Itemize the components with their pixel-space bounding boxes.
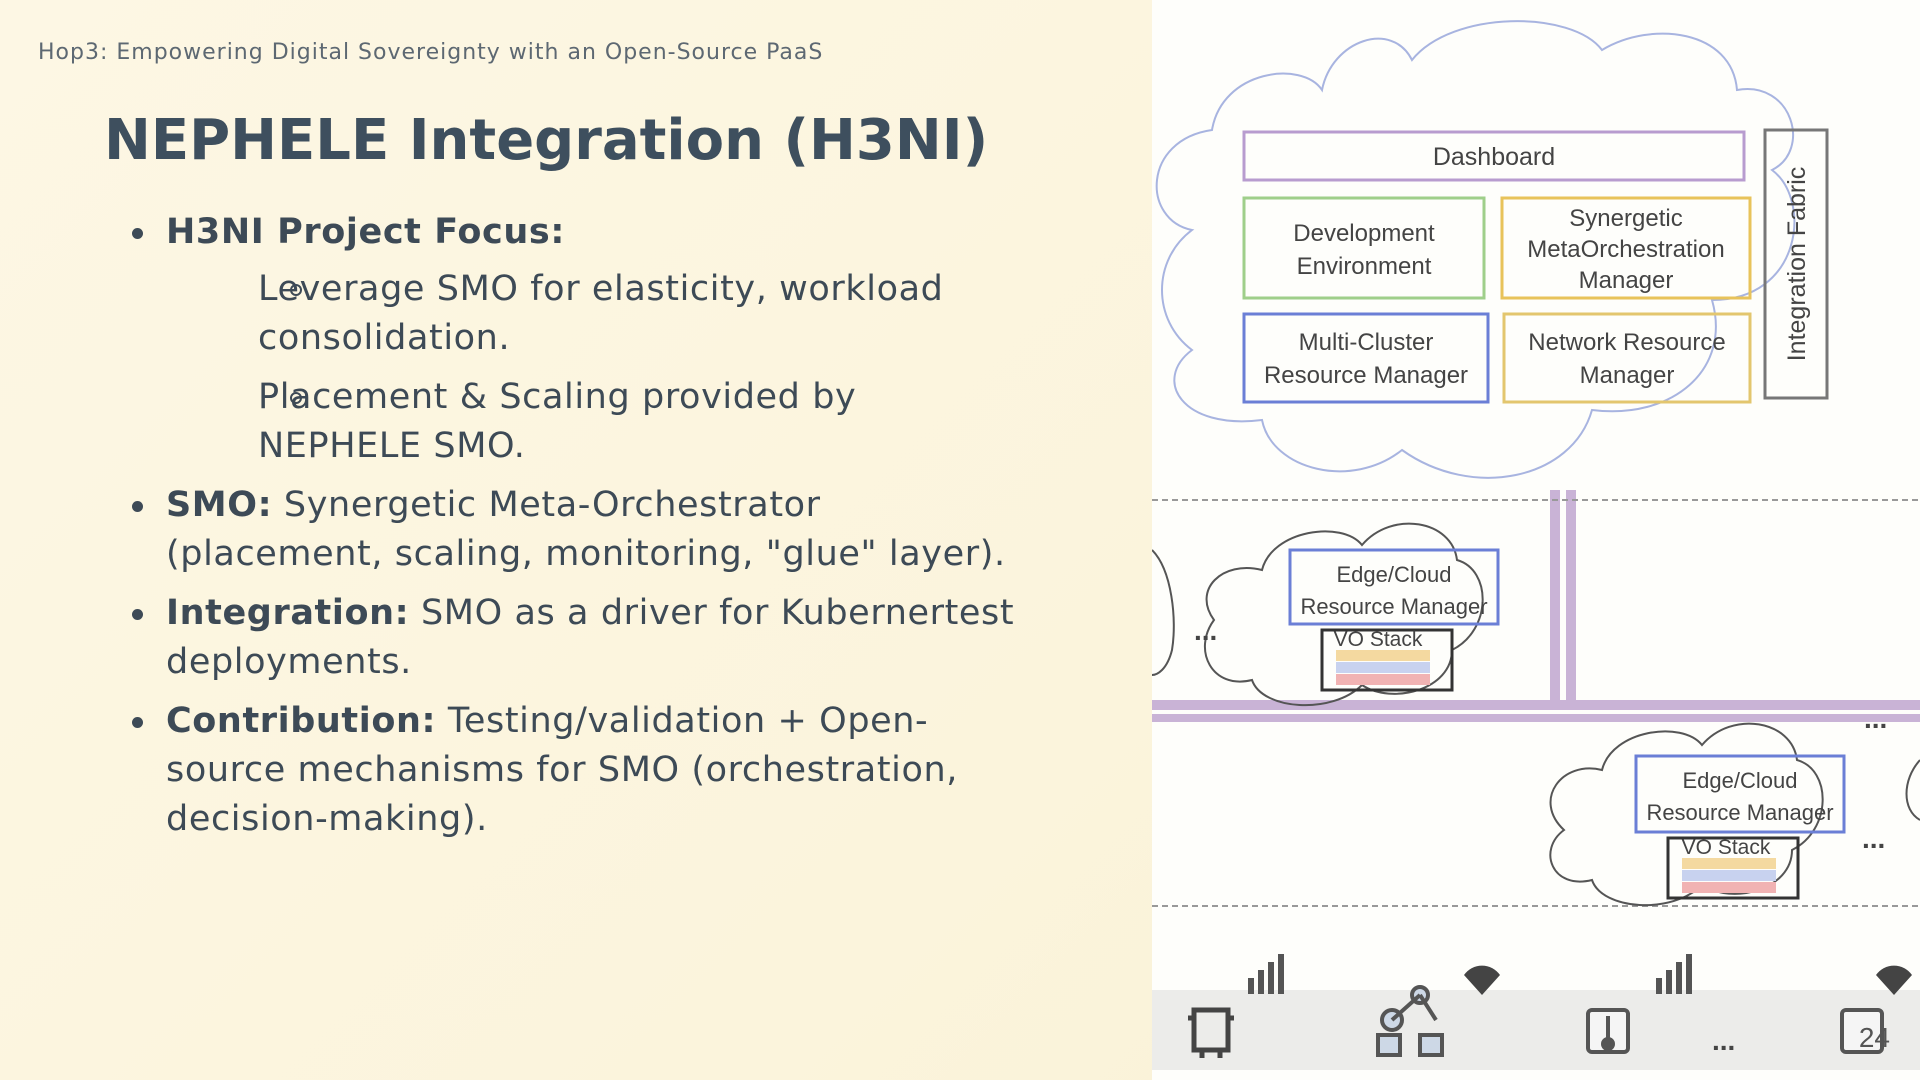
bullet-item-focus: H3NI Project Focus: Leverage SMO for ela… xyxy=(128,208,1028,471)
bullet-text: SMO as a driver for Kubernertest deploym… xyxy=(166,593,1015,682)
svg-text:Environment: Environment xyxy=(1297,253,1432,280)
svg-text:VO Stack: VO Stack xyxy=(1334,628,1423,651)
dashboard-label: Dashboard xyxy=(1433,143,1555,171)
architecture-diagram: Dashboard Development Environment Synerg… xyxy=(1152,0,1920,1080)
svg-text:Network Resource: Network Resource xyxy=(1528,329,1725,356)
signal-bars-icon xyxy=(1656,954,1692,994)
svg-text:Resource Manager: Resource Manager xyxy=(1646,800,1833,825)
svg-text:VO Stack: VO Stack xyxy=(1682,836,1771,859)
slide-text-panel: Hop3: Empowering Digital Sovereignty wit… xyxy=(38,40,1028,854)
bullet-item-integration: Integration: SMO as a driver for Kuberne… xyxy=(128,589,1028,687)
sub-bullet-ring-icon xyxy=(290,392,302,404)
svg-text:Edge/Cloud: Edge/Cloud xyxy=(1683,768,1798,793)
svg-text:...: ... xyxy=(1862,823,1885,854)
bullet-dot-icon xyxy=(132,609,143,620)
sub-bullet-item: Leverage SMO for elasticity, workload co… xyxy=(258,269,944,358)
diagram-svg: Dashboard Development Environment Synerg… xyxy=(1152,20,1920,1070)
svg-text:...: ... xyxy=(1864,703,1887,734)
sensor-chip-icon xyxy=(1586,1008,1630,1054)
bullet-list: H3NI Project Focus: Leverage SMO for ela… xyxy=(128,208,1028,854)
chip-icon xyxy=(1840,1008,1884,1054)
svg-text:...: ... xyxy=(1194,615,1217,646)
bullet-label: Integration: xyxy=(166,593,410,633)
bullet-text: Synergetic Meta-Orchestrator (placement,… xyxy=(166,485,1006,574)
svg-text:Development: Development xyxy=(1293,220,1435,247)
bullet-dot-icon xyxy=(132,228,143,239)
svg-text:Edge/Cloud: Edge/Cloud xyxy=(1337,562,1452,587)
slide-title: NEPHELE Integration (H3NI) xyxy=(104,108,989,173)
bullet-item-contribution: Contribution: Testing/validation + Open-… xyxy=(128,697,1028,844)
bullet-dot-icon xyxy=(132,501,143,512)
robot-arm-icon xyxy=(1376,985,1444,1057)
svg-text:Manager: Manager xyxy=(1580,362,1675,389)
bullet-label: H3NI Project Focus: xyxy=(166,212,565,252)
svg-text:Resource Manager: Resource Manager xyxy=(1300,594,1487,619)
bullet-label: SMO: xyxy=(166,485,273,525)
bullet-label: Contribution: xyxy=(166,701,437,741)
signal-bars-icon xyxy=(1248,954,1284,994)
sub-bullet-ring-icon xyxy=(290,284,302,296)
svg-text:Synergetic: Synergetic xyxy=(1569,205,1682,232)
slide-header: Hop3: Empowering Digital Sovereignty wit… xyxy=(38,40,824,65)
robot-icon xyxy=(1188,1007,1234,1058)
page-number: 24 xyxy=(1858,1022,1890,1053)
bullet-item-smo: SMO: Synergetic Meta-Orchestrator (place… xyxy=(128,481,1028,579)
svg-text:Multi-Cluster: Multi-Cluster xyxy=(1299,329,1434,356)
sub-bullet-list: Leverage SMO for elasticity, workload co… xyxy=(166,265,1028,471)
wifi-icon xyxy=(1876,965,1912,995)
bullet-dot-icon xyxy=(132,717,143,728)
cloud-shape xyxy=(1155,20,1796,479)
svg-text:MetaOrchestration: MetaOrchestration xyxy=(1527,236,1724,263)
wifi-icon xyxy=(1464,965,1500,995)
svg-text:Integration Fabric: Integration Fabric xyxy=(1783,167,1811,362)
sub-bullet-item: Placement & Scaling provided by NEPHELE … xyxy=(258,377,857,466)
svg-text:...: ... xyxy=(1712,1025,1735,1056)
svg-text:Manager: Manager xyxy=(1579,267,1674,294)
svg-text:Resource Manager: Resource Manager xyxy=(1264,362,1468,389)
bullet-text: Testing/validation + Open-source mechani… xyxy=(166,701,959,839)
